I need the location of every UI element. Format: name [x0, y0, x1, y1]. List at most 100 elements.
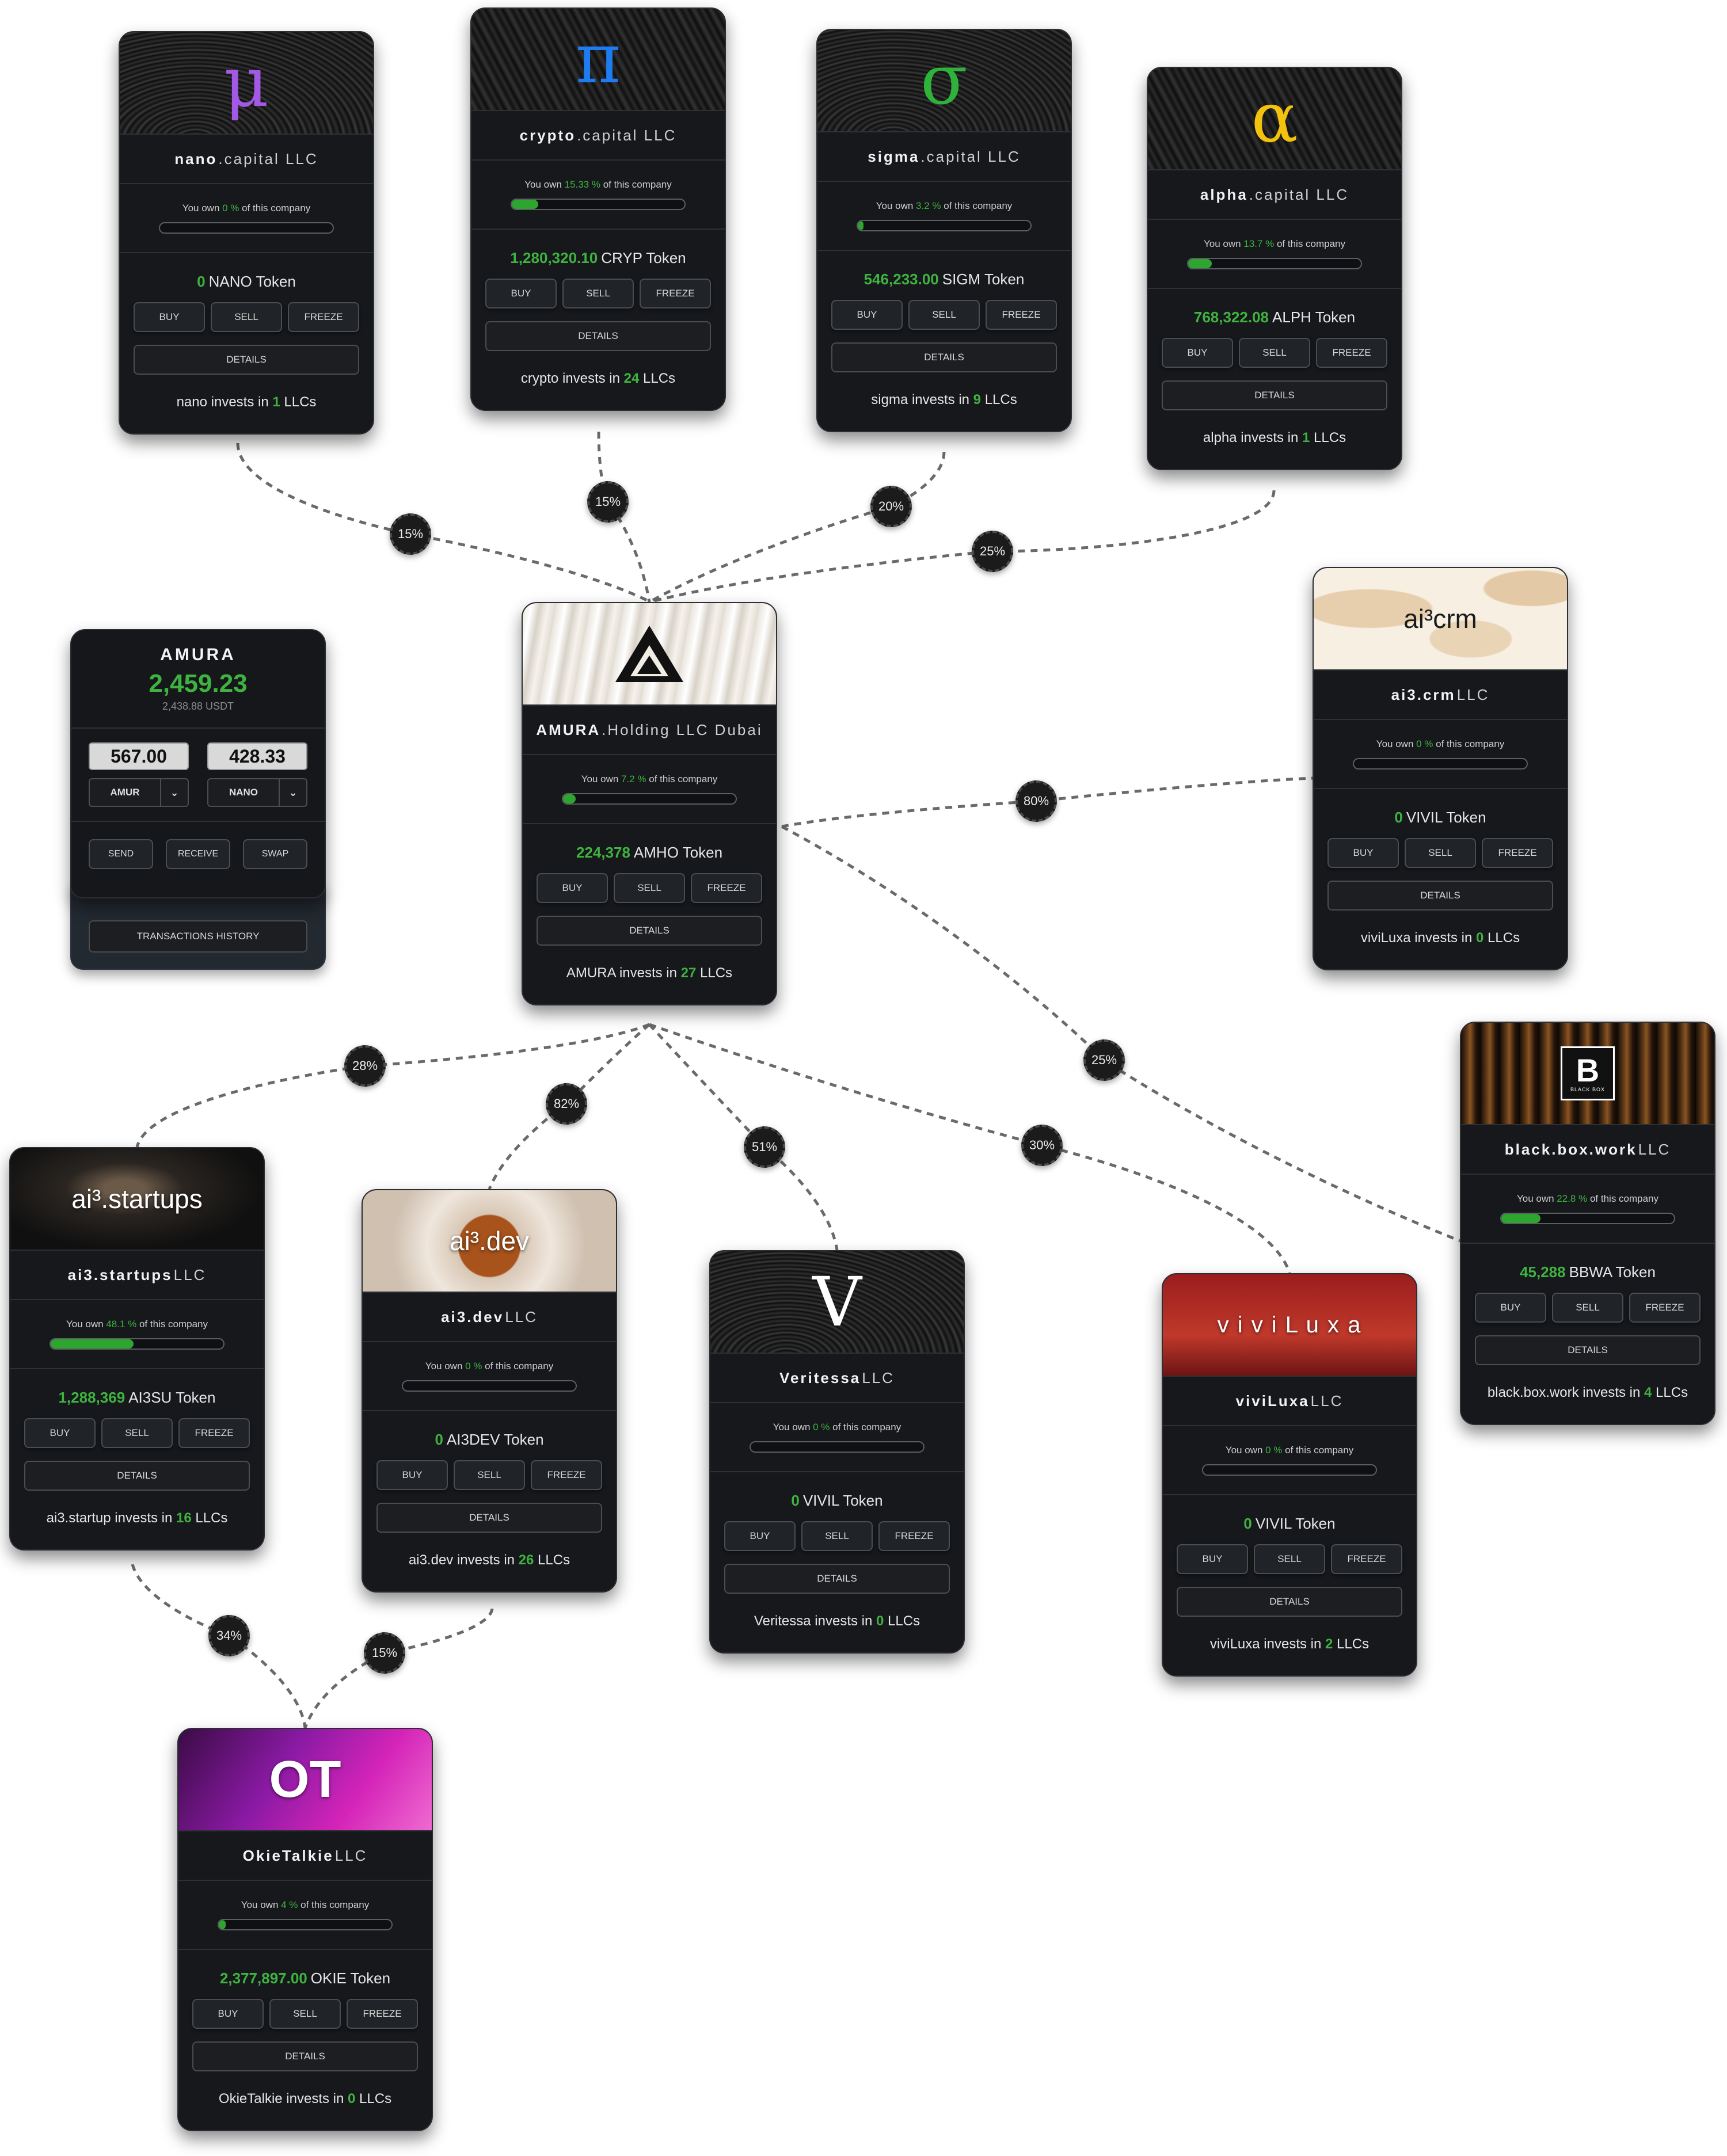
own-percent: 15.33 %: [564, 179, 600, 190]
company-title: alpha.capital LLC: [1148, 169, 1401, 220]
company-suffix: LLC: [1456, 685, 1490, 703]
sell-button[interactable]: SELL: [454, 1460, 525, 1490]
invests-count: 2: [1325, 1636, 1333, 1652]
ownership-text: You own 13.7 % of this company: [1204, 238, 1345, 250]
cover-image: ai³.dev: [363, 1190, 616, 1292]
details-button[interactable]: DETAILS: [831, 342, 1057, 372]
company-suffix: .capital LLC: [577, 126, 677, 144]
black-box-logo-icon: B BLACK BOX: [1561, 1046, 1615, 1100]
sell-button[interactable]: SELL: [211, 302, 282, 332]
details-button[interactable]: DETAILS: [1475, 1335, 1701, 1365]
swap-to-token-select[interactable]: NANO ⌄: [207, 778, 307, 807]
details-button[interactable]: DETAILS: [1177, 1587, 1402, 1617]
invests-prefix: OkieTalkie invests in: [218, 2091, 348, 2107]
ownership-section: You own 15.33 % of this company: [471, 161, 725, 230]
sell-button[interactable]: SELL: [269, 1999, 341, 2029]
swap-to-amount-input[interactable]: 428.33: [207, 742, 307, 770]
invests-summary: crypto invests in 24 LLCs: [471, 351, 725, 410]
swap-from-amount-input[interactable]: 567.00: [89, 742, 189, 770]
buy-button[interactable]: BUY: [1177, 1544, 1248, 1574]
ownership-section: You own 4 % of this company: [178, 1881, 432, 1950]
edge-alpha-amura: [649, 490, 1276, 604]
buy-button[interactable]: BUY: [192, 1999, 264, 2029]
chevron-down-icon[interactable]: ⌄: [279, 779, 306, 806]
freeze-button[interactable]: FREEZE: [347, 1999, 418, 2029]
buy-button[interactable]: BUY: [724, 1521, 796, 1551]
edge-amura-veritessa: [648, 1023, 839, 1251]
freeze-button[interactable]: FREEZE: [1482, 838, 1553, 868]
details-button[interactable]: DETAILS: [376, 1503, 602, 1533]
invests-prefix: alpha invests in: [1203, 430, 1303, 445]
buy-button[interactable]: BUY: [831, 300, 903, 330]
buy-button[interactable]: BUY: [1327, 838, 1399, 868]
mu-logo-icon: μ: [224, 43, 269, 123]
freeze-button[interactable]: FREEZE: [1316, 338, 1387, 368]
freeze-button[interactable]: FREEZE: [986, 300, 1057, 330]
freeze-button[interactable]: FREEZE: [691, 873, 762, 903]
sell-button[interactable]: SELL: [101, 1418, 173, 1448]
sell-button[interactable]: SELL: [614, 873, 685, 903]
company-suffix: LLC: [862, 1369, 895, 1386]
freeze-button[interactable]: FREEZE: [1331, 1544, 1402, 1574]
cover-image: ai³crm: [1314, 568, 1567, 669]
buy-button[interactable]: BUY: [134, 302, 205, 332]
company-name: AMURA: [536, 721, 601, 738]
ownership-progress-bar: [402, 1380, 577, 1392]
details-button[interactable]: DETAILS: [1162, 380, 1387, 410]
freeze-button[interactable]: FREEZE: [288, 302, 359, 332]
buy-button[interactable]: BUY: [537, 873, 608, 903]
sell-button[interactable]: SELL: [801, 1521, 873, 1551]
own-prefix: You own: [524, 179, 565, 190]
company-title: black.box.work LLC: [1461, 1124, 1714, 1175]
freeze-button[interactable]: FREEZE: [640, 279, 711, 308]
buy-button[interactable]: BUY: [1162, 338, 1233, 368]
ownership-progress-bar: [1187, 258, 1362, 269]
token-name: VIVIL Token: [1406, 809, 1486, 826]
details-button[interactable]: DETAILS: [134, 345, 359, 375]
token-name: CRYP Token: [601, 249, 686, 266]
sell-button[interactable]: SELL: [1405, 838, 1476, 868]
invests-summary: OkieTalkie invests in 0 LLCs: [178, 2071, 432, 2130]
freeze-button[interactable]: FREEZE: [178, 1418, 250, 1448]
swap-from-token-select[interactable]: AMUR ⌄: [89, 778, 189, 807]
sell-button[interactable]: SELL: [908, 300, 980, 330]
sell-button[interactable]: SELL: [1254, 1544, 1325, 1574]
company-card-amura: AMURA.Holding LLC Dubai You own 7.2 % of…: [522, 602, 777, 1005]
details-button[interactable]: DETAILS: [24, 1461, 250, 1491]
transactions-history-button[interactable]: TRANSACTIONS HISTORY: [89, 920, 307, 953]
token-name: BBWA Token: [1569, 1263, 1656, 1281]
freeze-button[interactable]: FREEZE: [531, 1460, 602, 1490]
ownership-section: You own 0 % of this company: [363, 1342, 616, 1411]
receive-button[interactable]: RECEIVE: [166, 839, 230, 869]
swap-button[interactable]: SWAP: [243, 839, 307, 869]
freeze-button[interactable]: FREEZE: [1629, 1293, 1701, 1323]
ownership-section: You own 3.2 % of this company: [817, 182, 1071, 251]
sell-button[interactable]: SELL: [1239, 338, 1310, 368]
invests-count: 26: [518, 1552, 534, 1568]
cover-image: σ: [817, 30, 1071, 131]
invests-suffix: LLCs: [639, 371, 676, 386]
invests-count: 0: [876, 1613, 884, 1629]
details-button[interactable]: DETAILS: [537, 916, 762, 946]
own-suffix: of this company: [1587, 1193, 1659, 1204]
card-actions: BUY SELL FREEZE: [710, 1510, 964, 1551]
buy-button[interactable]: BUY: [1475, 1293, 1546, 1323]
edge-nano-amura: [236, 443, 652, 604]
ownership-section: You own 0 % of this company: [1163, 1426, 1416, 1495]
freeze-button[interactable]: FREEZE: [878, 1521, 950, 1551]
token-amount: 2,377,897.00: [219, 1970, 307, 1987]
sell-button[interactable]: SELL: [562, 279, 634, 308]
progress-fill: [1501, 1214, 1541, 1223]
sell-button[interactable]: SELL: [1552, 1293, 1623, 1323]
own-percent: 0 %: [813, 1422, 830, 1433]
details-button[interactable]: DETAILS: [192, 2041, 418, 2071]
chevron-down-icon[interactable]: ⌄: [160, 779, 188, 806]
details-button[interactable]: DETAILS: [724, 1564, 950, 1594]
send-button[interactable]: SEND: [89, 839, 153, 869]
buy-button[interactable]: BUY: [485, 279, 557, 308]
details-button[interactable]: DETAILS: [1327, 881, 1553, 911]
details-button[interactable]: DETAILS: [485, 321, 711, 351]
buy-button[interactable]: BUY: [24, 1418, 96, 1448]
buy-button[interactable]: BUY: [376, 1460, 448, 1490]
